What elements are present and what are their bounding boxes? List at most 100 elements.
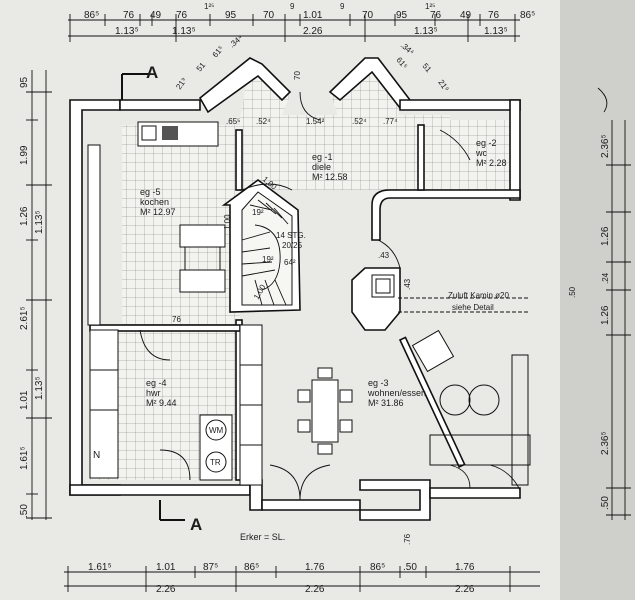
room-label-eg3: eg -3 wohnen/essen M² 31.86: [367, 378, 426, 408]
int-dim-15: 19²: [262, 255, 274, 264]
room-eg4-name: eg -4: [146, 378, 167, 388]
top-dim-row2-1: 1.13⁵: [115, 26, 139, 37]
int-dim-7: 76: [172, 315, 181, 324]
armchair: [411, 329, 455, 373]
int-dim-14: 19²: [252, 208, 264, 217]
top-dim-12: 95: [396, 10, 408, 21]
right-dimension-chain: 2.36⁵ 1.26 .24 1.26 2.36⁵ .50 .50: [568, 87, 631, 520]
int-dim-8: .43: [378, 251, 390, 260]
bottom-dim-6: 86⁵: [370, 562, 385, 573]
int-dim-6: 70: [293, 71, 302, 80]
note-line-2: siehe Detail: [452, 303, 494, 312]
bottom-dim-3: 87⁵: [203, 562, 218, 573]
right-dim-3: .24: [601, 272, 610, 284]
top-dim-10: 9: [340, 2, 345, 11]
top-dim-4: 76: [176, 10, 188, 21]
top-dim-3: 49: [150, 10, 162, 21]
right-dim-4: 1.26: [600, 305, 611, 325]
top-dimension-chain: 86⁵ 76 49 76 1²⁵ 95 70 9 1.01 9 70 95 1²…: [68, 2, 535, 42]
bottom-dim-7: .50: [403, 562, 417, 573]
int-dim-9: .43: [403, 278, 412, 290]
dryer: [205, 451, 227, 473]
room-eg3-area: M² 31.86: [368, 398, 404, 408]
top-dim-row2-3: 2.26: [303, 26, 323, 37]
top-dim-9: 1.01: [303, 10, 323, 21]
int-dim-5: .77⁴: [383, 117, 398, 126]
top-dim-row2-2: 1.13⁵: [172, 26, 196, 37]
left-dim-3: 1.26: [19, 206, 30, 226]
int-dim-2: .52⁴: [256, 117, 271, 126]
right-dim-5: 2.36⁵: [600, 431, 611, 455]
top-dim-15: 49: [460, 10, 472, 21]
top-dim-1: 86⁵: [84, 10, 99, 21]
bottom-dim-5: 1.76: [305, 562, 325, 573]
north-mark: N: [93, 450, 100, 461]
bottom-dim-1: 1.61⁵: [88, 562, 112, 573]
bay-window-label: Erker = SL.: [240, 532, 285, 542]
top-dim-17: 86⁵: [520, 10, 535, 21]
room-eg5-area: M² 12.97: [140, 207, 176, 217]
right-dim-2: 1.26: [600, 226, 611, 246]
dining-table: [311, 379, 339, 443]
room-label-eg4: eg -4 hwr M² 9.44: [146, 378, 177, 408]
top-dim-2: 76: [123, 10, 135, 21]
room-eg1-name: eg -1: [312, 152, 333, 162]
stair-ratio: 20/25: [282, 241, 303, 250]
section-marker-top: A: [121, 63, 158, 100]
room-eg3-sub: wohnen/essen: [367, 388, 426, 398]
int-dim-4: .52⁴: [352, 117, 367, 126]
left-dimension-chain: 95 1.99 1.26 2.61⁵ 1.01 1.61⁵ .50 1.13⁵ …: [19, 70, 52, 520]
bottom-dim-row2-2: 2.26: [305, 584, 325, 595]
top-dim-16: 76: [488, 10, 500, 21]
left-dim-4: 2.61⁵: [19, 306, 30, 330]
int-dim-11: 1.00: [223, 214, 232, 230]
room-eg1-sub: diele: [312, 162, 331, 172]
section-label-bottom: A: [190, 515, 202, 534]
top-dim-row2-5: 1.13⁵: [484, 26, 508, 37]
stair-label: 14 STG.: [276, 231, 306, 240]
bottom-dim-8: 1.76: [455, 562, 475, 573]
living-furniture: [239, 324, 531, 501]
left-dim-7: .50: [19, 504, 30, 518]
kitchen-fixtures: [87, 121, 226, 326]
left-inner-dim-1: 1.13⁵: [34, 210, 45, 234]
room-eg1-area: M² 12.58: [312, 172, 348, 182]
bottom-dim-4: 86⁵: [244, 562, 259, 573]
room-label-eg1: eg -1 diele M² 12.58: [312, 152, 348, 182]
room-eg3-name: eg -3: [368, 378, 389, 388]
room-eg5-sub: kochen: [140, 197, 169, 207]
side-table-2: [468, 384, 500, 416]
top-dim-14: 76: [430, 10, 442, 21]
left-dim-2: 1.99: [19, 145, 30, 165]
right-small-dim: .50: [568, 286, 577, 298]
room-eg2-area: M² 2.28: [476, 158, 507, 168]
bottom-dim-row2-1: 2.26: [156, 584, 176, 595]
section-marker-bottom: A: [159, 500, 202, 534]
tr-label: TR: [210, 458, 221, 467]
left-dim-5: 1.01: [19, 390, 30, 410]
right-dim-1: 2.36⁵: [600, 134, 611, 158]
top-dim-8: 9: [290, 2, 295, 11]
bottom-dim-row2-3: 2.26: [455, 584, 475, 595]
fireplace: Zuluft Kamin ø20 siehe Detail: [371, 274, 530, 313]
section-label-top: A: [146, 63, 158, 82]
int-dim-1: .65⁵: [226, 117, 240, 126]
exterior-walls: [69, 57, 521, 521]
top-dim-5: 1²⁵: [204, 2, 214, 11]
right-edge-arc: [597, 87, 608, 113]
top-dim-7: 70: [263, 10, 275, 21]
int-dim-3: 1.54²: [306, 117, 325, 126]
room-labels: eg -1 diele M² 12.58 eg -2 wc M² 2.28 eg…: [140, 138, 507, 408]
wm-label: WM: [209, 426, 224, 435]
bottom-dimension-chain: 1.61⁵ 1.01 87⁵ 86⁵ 1.76 86⁵ .50 1.76 2.2…: [64, 562, 540, 595]
washing-machine: [205, 419, 227, 441]
top-dim-13: 1²⁵: [425, 2, 435, 11]
door-swings: [139, 91, 471, 361]
top-dim-row2-4: 1.13⁵: [414, 26, 438, 37]
room-eg5-name: eg -5: [140, 187, 161, 197]
room-label-eg5: eg -5 kochen M² 12.97: [140, 187, 176, 217]
side-table-1: [439, 384, 471, 416]
left-dim-1: 95: [19, 76, 30, 88]
utility-fixtures: WM TR N: [89, 329, 233, 481]
